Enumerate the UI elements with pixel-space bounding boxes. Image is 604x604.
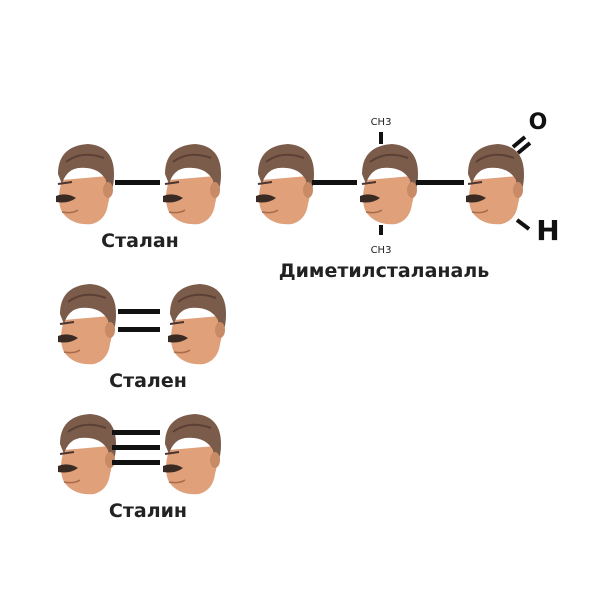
stalin-head bbox=[155, 140, 225, 228]
aldehyde-bonds bbox=[511, 135, 532, 231]
oxygen-atom: O bbox=[528, 110, 548, 135]
stalin-head bbox=[155, 410, 225, 498]
triple-bond-line bbox=[112, 445, 160, 450]
double-bond-line bbox=[118, 327, 160, 332]
methyl-top: CH3 bbox=[370, 117, 392, 128]
methyl-bond-bottom bbox=[379, 225, 383, 235]
stalin-head bbox=[248, 140, 318, 228]
single-bond bbox=[416, 180, 464, 185]
molecule-name-stalan: Сталан bbox=[101, 230, 179, 252]
stalin-head bbox=[352, 140, 422, 228]
triple-bond-line bbox=[112, 430, 160, 435]
molecule-name-dimethylstalanal: Диметилсталаналь bbox=[278, 260, 490, 282]
stalin-head bbox=[160, 280, 230, 368]
single-bond bbox=[115, 180, 160, 185]
double-bond-line bbox=[118, 309, 160, 314]
stalin-head bbox=[50, 280, 120, 368]
molecule-name-stalen: Стален bbox=[109, 370, 187, 392]
stalin-head bbox=[50, 410, 120, 498]
hydrogen-atom: H bbox=[536, 214, 560, 247]
single-bond bbox=[312, 180, 357, 185]
methyl-bond-top bbox=[379, 132, 383, 144]
molecule-name-stalin: Сталин bbox=[108, 500, 188, 522]
methyl-bottom: CH3 bbox=[370, 245, 392, 256]
triple-bond-line bbox=[112, 460, 160, 465]
stalin-head bbox=[48, 140, 118, 228]
